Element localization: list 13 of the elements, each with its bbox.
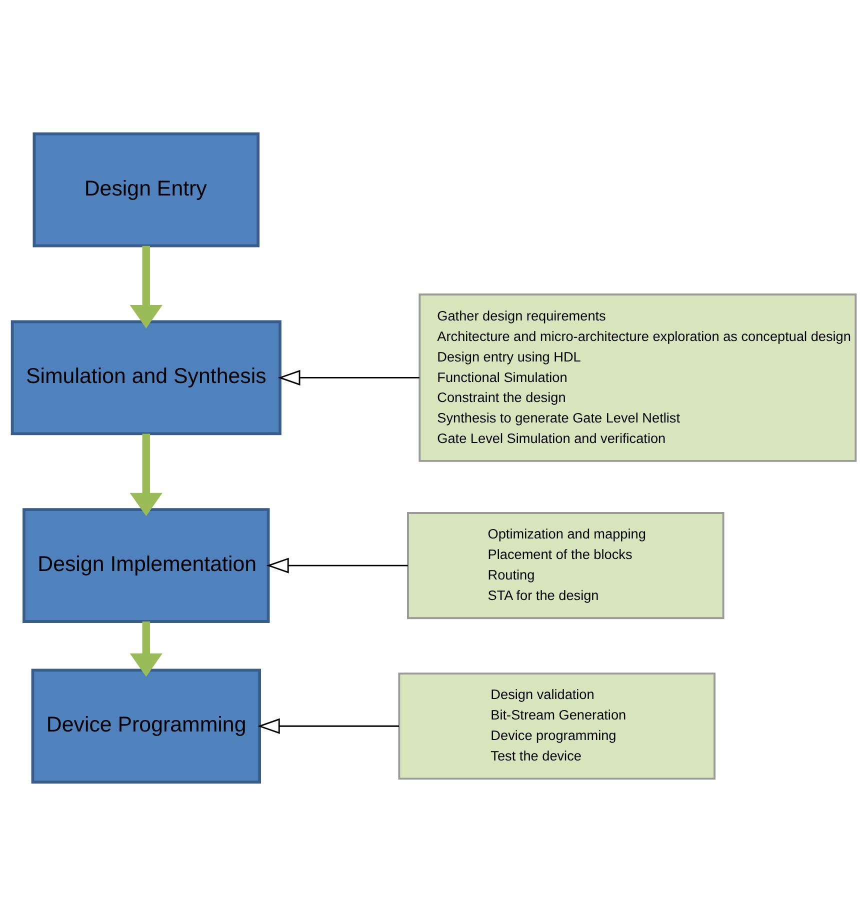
arrow <box>266 557 408 573</box>
node-box: Device Programming <box>31 668 261 784</box>
arrow <box>130 245 162 328</box>
node-box: Optimization and mapping Placement of the blocks Routing STA for the design <box>407 512 724 619</box>
node-box: Gather design requirements Architecture and micro-architecture exploration as conceptual design Design entry using HDL Functional Simulation Constraint the design Synthesis to generate Gate Level Netlist Gate Level Simulation and verification <box>418 293 857 462</box>
arrow <box>278 369 420 386</box>
arrow <box>130 433 162 516</box>
node-box: Simulation and Synthesis <box>10 320 282 435</box>
arrow <box>130 621 162 676</box>
node-box: Design validation Bit-Stream Generation Device programming Test the device <box>398 672 716 780</box>
node-box: Design Implementation <box>22 508 270 622</box>
arrow <box>257 718 399 734</box>
node-box: Design Entry <box>32 132 260 247</box>
